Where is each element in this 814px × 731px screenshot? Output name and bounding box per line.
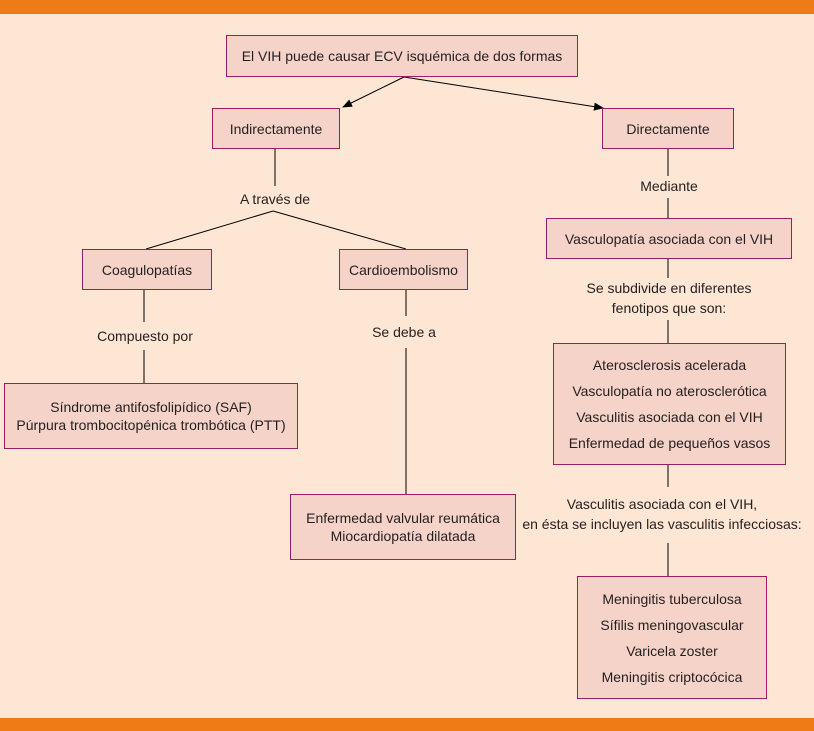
connector-compuesto-por: Compuesto por (95, 326, 195, 346)
bottom-band (0, 718, 814, 731)
connector-mediante: Mediante (638, 176, 700, 196)
coag-title: Coagulopatías (101, 261, 193, 278)
infection-item: Meningitis criptocócica (601, 668, 743, 685)
vasculopathy-box: Vasculopatía asociada con el VIH (546, 218, 792, 259)
subdivide-line: Se subdivide en diferentes (586, 280, 752, 296)
infections-box: Meningitis tuberculosa Sífilis meningova… (577, 576, 767, 699)
direct-title: Directamente (626, 120, 710, 137)
arrow-to-indirect (342, 76, 405, 108)
connector-vasculitis-note: Vasculitis asociada con el VIH, en ésta … (520, 494, 804, 534)
phenotype-item: Aterosclerosis acelerada (592, 357, 747, 373)
cardio-items-box: Enfermedad valvular reumática Miocardiop… (290, 494, 516, 560)
arrow-to-direct (403, 76, 604, 111)
top-band (0, 0, 814, 14)
direct-box: Directamente (602, 108, 734, 149)
cardio-item: Miocardiopatía dilatada (330, 528, 476, 544)
infection-item: Meningitis tuberculosa (602, 590, 742, 607)
infection-item: Sífilis meningovascular (600, 616, 744, 633)
root-box: El VIH puede causar ECV isquémica de dos… (226, 35, 578, 77)
infection-item: Varicela zoster (626, 642, 718, 659)
vasculitis-note-line: en ésta se incluyen las vasculitis infec… (522, 516, 802, 532)
cardio-box: Cardioembolismo (339, 249, 468, 290)
indirect-box: Indirectamente (212, 108, 340, 149)
vasculopathy-title: Vasculopatía asociada con el VIH (564, 230, 774, 247)
connector-subdivide: Se subdivide en diferentes fenotipos que… (584, 278, 754, 318)
phenotype-item: Vasculitis asociada con el VIH (576, 409, 763, 425)
cardio-item: Enfermedad valvular reumática (306, 510, 500, 526)
phenotype-item: Enfermedad de pequeños vasos (568, 435, 771, 451)
connector-se-debe-a: Se debe a (370, 322, 438, 342)
indirect-title: Indirectamente (229, 120, 323, 137)
connector-a-traves-de: A través de (237, 189, 313, 209)
phenotypes-box: Aterosclerosis acelerada Vasculopatía no… (553, 343, 786, 465)
cardio-title: Cardioembolismo (349, 261, 458, 278)
subdivide-line: fenotipos que son: (611, 300, 727, 316)
phenotype-item: Vasculopatía no aterosclerótica (572, 383, 767, 399)
root-text: El VIH puede causar ECV isquémica de dos… (241, 48, 563, 64)
coag-item: Púrpura trombocitopénica trombótica (PTT… (16, 417, 286, 433)
vasculitis-note-line: Vasculitis asociada con el VIH, (566, 496, 758, 512)
coag-items-box: Síndrome antifosfolipídico (SAF) Púrpura… (4, 383, 298, 449)
coag-box: Coagulopatías (82, 249, 212, 290)
coag-item: Síndrome antifosfolipídico (SAF) (50, 399, 252, 415)
